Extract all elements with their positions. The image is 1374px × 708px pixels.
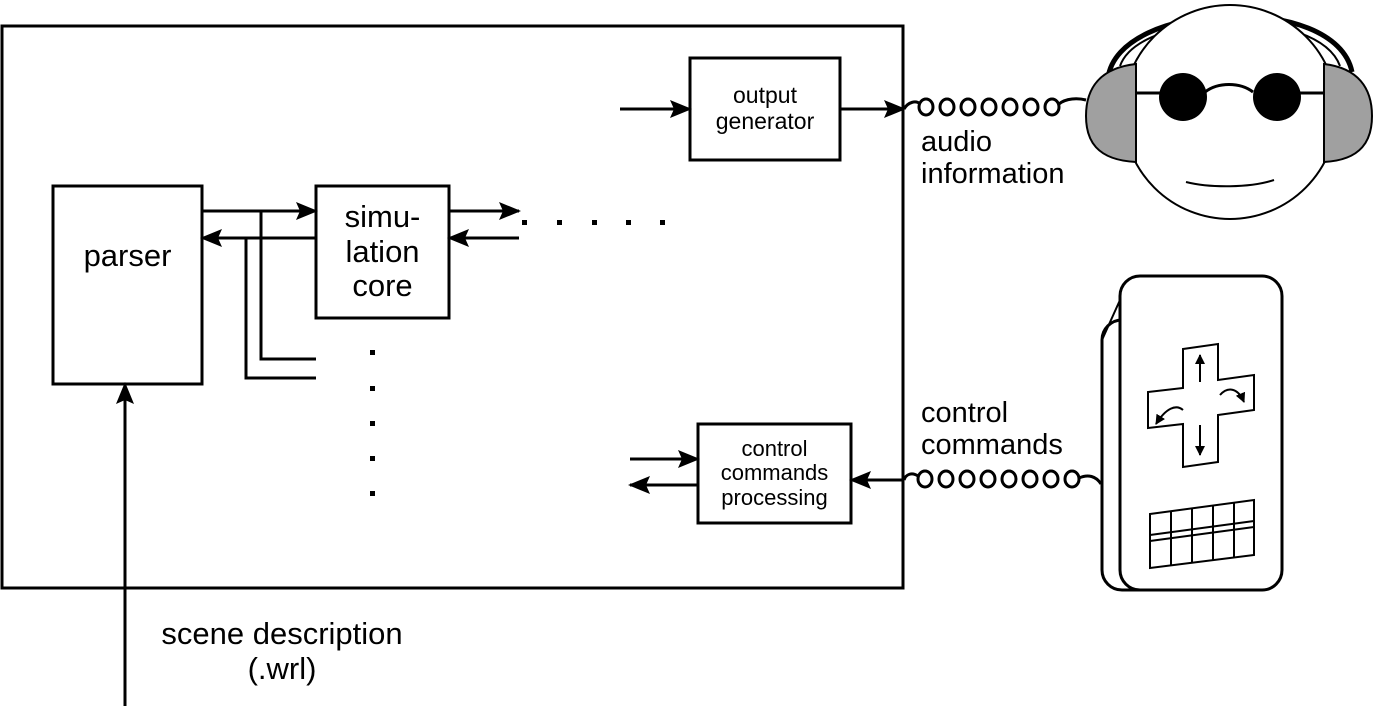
audio-label-line-1: audio <box>921 126 992 158</box>
simulation-core-line-1: simu- <box>344 198 421 234</box>
listener-icon <box>1084 4 1374 220</box>
system-frame <box>0 24 905 590</box>
control-processing-box <box>696 422 853 525</box>
scene-description-label: scene description (.wrl) <box>137 616 427 686</box>
simulation-core-line-3: core <box>352 268 413 304</box>
control-processing-line-1: control <box>741 435 808 461</box>
branch-line-1 <box>259 211 316 361</box>
audio-cable <box>902 97 1087 117</box>
simulation-core-box <box>314 184 451 320</box>
output-generator-label: output generator <box>690 58 840 160</box>
controller-icon <box>1100 274 1284 592</box>
scene-label-line-1: scene description <box>161 616 403 651</box>
output-generator-line-1: output <box>733 82 797 109</box>
control-processing-line-2: commands <box>720 460 829 486</box>
control-processing-label: control commands processing <box>698 424 851 523</box>
output-generator-line-2: generator <box>715 108 815 134</box>
control-label-line-1: control <box>921 397 1009 429</box>
keypad <box>1149 498 1255 570</box>
control-cable <box>902 469 1103 489</box>
vertical-ellipsis <box>370 350 375 496</box>
audio-label-line-2: information <box>921 158 1065 191</box>
branch-line-2 <box>244 238 316 380</box>
audio-information-label: audio information <box>921 126 1064 191</box>
horizontal-ellipsis <box>522 220 665 225</box>
control-commands-label: control commands <box>921 397 1063 462</box>
simulation-core-line-2: lation <box>345 233 420 269</box>
simulation-core-label: simu- lation core <box>316 186 449 318</box>
parser-label: parser <box>83 237 172 273</box>
control-label-line-2: commands <box>921 429 1063 462</box>
control-processing-line-3: processing <box>721 484 828 510</box>
scene-label-line-2: (.wrl) <box>247 650 317 686</box>
